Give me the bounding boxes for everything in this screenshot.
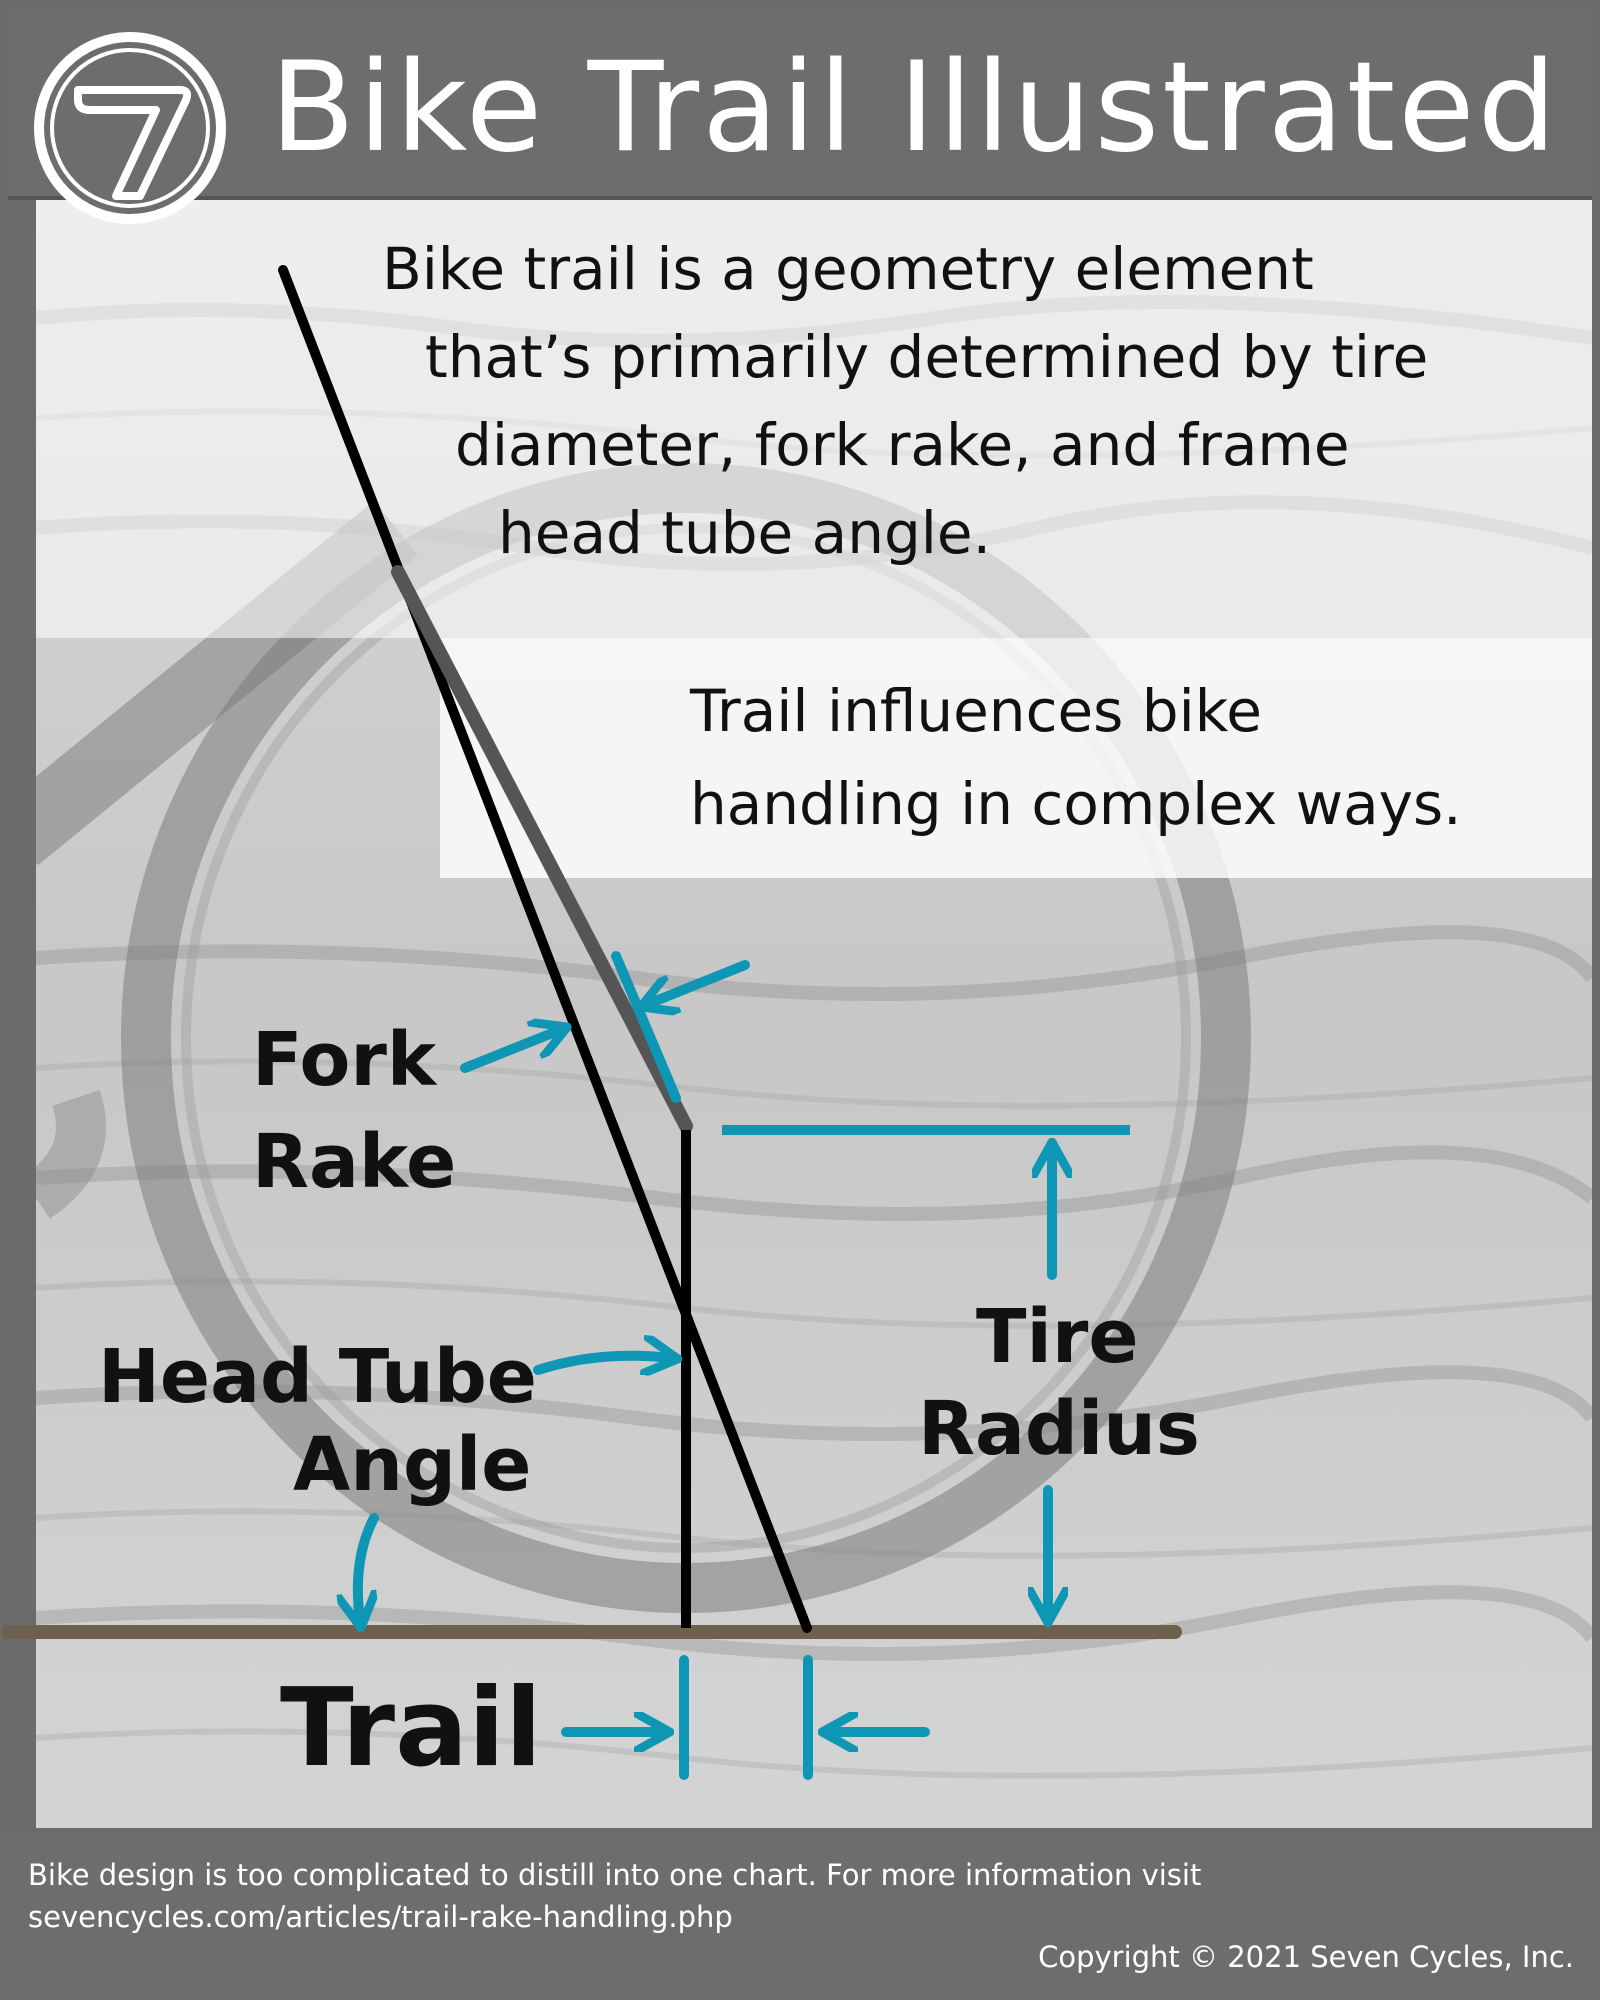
intro-line-1: Bike trail is a geometry element xyxy=(382,235,1314,303)
intro-text-band xyxy=(36,198,1592,638)
seven-cycles-logo xyxy=(34,32,226,224)
head-tube-angle-label-line-1: Head Tube xyxy=(98,1334,537,1420)
fork-rake-arrow-right xyxy=(648,960,750,1004)
steering-axis-line xyxy=(278,265,812,1633)
fork-rake-arrow-left xyxy=(460,1030,560,1073)
influence-line-2: handling in complex ways. xyxy=(690,770,1462,838)
header-bar: Bike Trail Illustrated xyxy=(8,8,1592,200)
influence-line-1: Trail influences bike xyxy=(690,677,1262,745)
head-tube-angle-label-line-2: Angle xyxy=(293,1422,532,1508)
copyright-text: Copyright © 2021 Seven Cycles, Inc. xyxy=(1038,1940,1574,1974)
footer-bar: Bike design is too complicated to distil… xyxy=(0,1832,1600,2000)
page-title: Bike Trail Illustrated xyxy=(270,36,1560,180)
influence-text-band xyxy=(440,638,1592,878)
fork-blade-line xyxy=(391,565,693,1133)
fork-rake-label-line-2: Rake xyxy=(252,1119,457,1205)
trail-label: Trail xyxy=(280,1666,542,1791)
head-tube-angle-arrow xyxy=(533,1356,670,1370)
footer-note-line-1: Bike design is too complicated to distil… xyxy=(28,1858,1202,1892)
intro-line-3: diameter, fork rake, and frame xyxy=(455,411,1350,479)
head-tube-angle-down-arrow xyxy=(358,1513,374,1620)
intro-line-2: that’s primarily determined by tire xyxy=(425,323,1429,391)
tire-radius-label-line-2: Radius xyxy=(918,1386,1200,1472)
footer-link[interactable]: sevencycles.com/articles/trail-rake-hand… xyxy=(28,1900,733,1934)
fork-rake-marker xyxy=(611,951,681,1103)
intro-line-4: head tube angle. xyxy=(498,499,992,567)
tire-radius-label-line-1: Tire xyxy=(976,1294,1139,1380)
fork-rake-label-line-1: Fork xyxy=(252,1017,437,1103)
